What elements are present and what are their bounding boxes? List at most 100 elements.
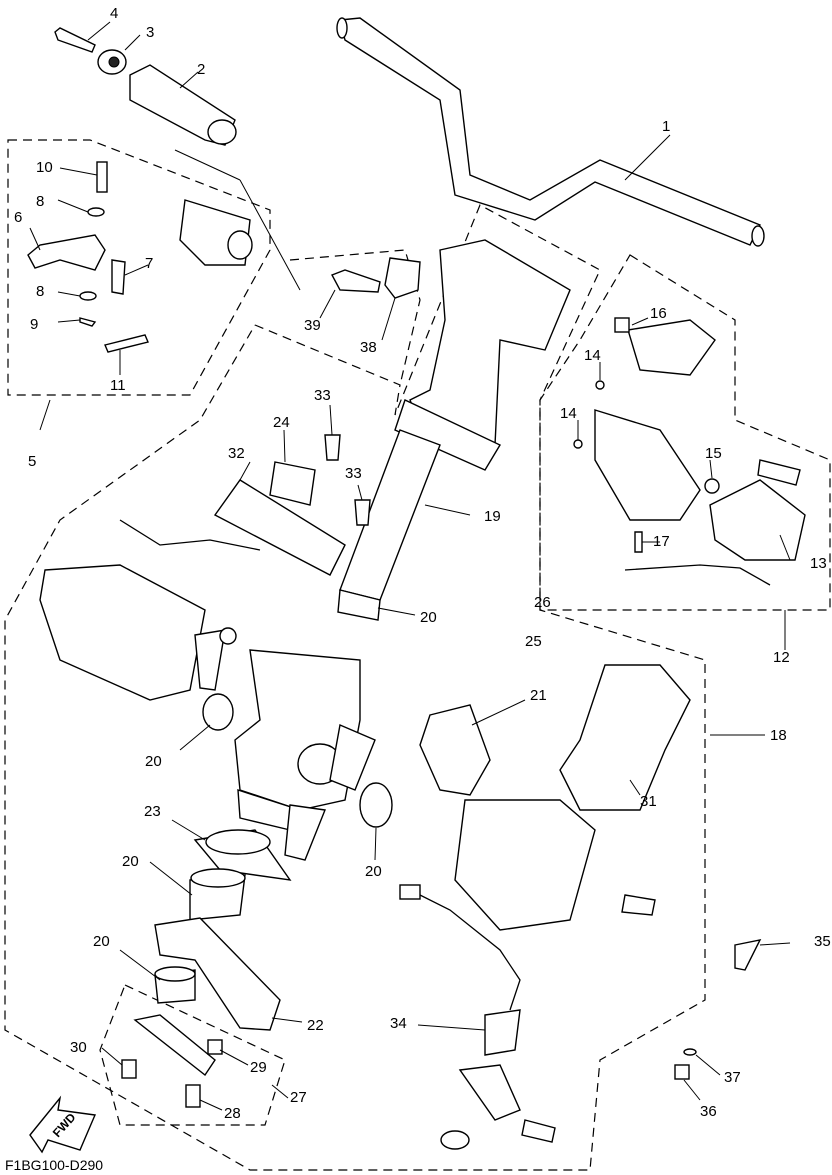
column-shaft xyxy=(339,429,441,601)
washer-8-bottom xyxy=(79,291,97,301)
clamp-38 xyxy=(384,257,421,299)
nut-34 xyxy=(440,1130,470,1150)
spring-left xyxy=(194,629,226,691)
bracket-34 xyxy=(458,1064,521,1121)
ring-20-right xyxy=(359,782,393,828)
part-number-label: 33 xyxy=(345,465,362,482)
part-number-label: 34 xyxy=(390,1015,407,1032)
part-number-label: 32 xyxy=(228,445,245,462)
part-number-label: 3 xyxy=(146,24,154,41)
part-number-label: 8 xyxy=(36,193,44,210)
part-number-label: 18 xyxy=(770,727,787,744)
part-number-label: 20 xyxy=(420,609,437,626)
part-number-label: 33 xyxy=(314,387,331,404)
part-number-label: 20 xyxy=(145,753,162,770)
grip xyxy=(129,64,236,146)
part-number-label: 31 xyxy=(640,793,657,810)
screw-14-top xyxy=(595,380,605,390)
bolt-housing xyxy=(621,894,656,916)
part-number-label: 7 xyxy=(145,255,153,272)
spring-middle xyxy=(284,804,326,861)
part-number-label: 29 xyxy=(250,1059,267,1076)
bearing-23 xyxy=(205,829,271,855)
screw-33-bottom xyxy=(354,499,371,526)
ring-20-top xyxy=(337,589,381,621)
bracket-left xyxy=(39,564,206,701)
fwd-arrow-icon: FWD xyxy=(29,1095,97,1154)
switch-body xyxy=(594,409,701,521)
part-number-label: 21 xyxy=(530,687,547,704)
part-number-label: 5 xyxy=(28,453,36,470)
pin-10 xyxy=(96,161,108,193)
nut-29 xyxy=(207,1039,223,1055)
housing-18 xyxy=(454,799,596,931)
part-number-label: 1 xyxy=(662,118,670,135)
part-number-label: 17 xyxy=(653,533,670,550)
washer-37 xyxy=(683,1048,697,1056)
part-number-label: 2 xyxy=(197,61,205,78)
screw-17 xyxy=(634,531,643,553)
part-number-label: 26 xyxy=(534,594,551,611)
handlebar xyxy=(339,17,761,246)
group-12-outline xyxy=(539,254,831,611)
spring-7 xyxy=(111,259,126,295)
part-number-label: 20 xyxy=(122,853,139,870)
screw-11 xyxy=(104,334,149,353)
part-number-label: 10 xyxy=(36,159,53,176)
part-number-label: 14 xyxy=(584,347,601,364)
part-number-label: 9 xyxy=(30,316,38,333)
bolt-30 xyxy=(121,1059,137,1079)
part-number-label: 8 xyxy=(36,283,44,300)
part-number-label: 37 xyxy=(724,1069,741,1086)
throttle-lever xyxy=(27,234,106,271)
screw-16 xyxy=(614,317,630,333)
part-number-label: 13 xyxy=(810,555,827,572)
spring-13 xyxy=(757,459,801,486)
part-number-label: 12 xyxy=(773,649,790,666)
group-5-outline xyxy=(7,139,271,396)
part-number-label: 38 xyxy=(360,339,377,356)
part-number-label: 39 xyxy=(304,317,321,334)
part-number-label: 30 xyxy=(70,1039,87,1056)
part-21 xyxy=(419,704,491,796)
part-24 xyxy=(269,461,316,506)
part-number-label: 16 xyxy=(650,305,667,322)
link-27 xyxy=(133,1014,216,1077)
gear-segment xyxy=(329,724,376,791)
part-number-label: 6 xyxy=(14,209,22,226)
nut-36 xyxy=(674,1064,690,1080)
bolt-4 xyxy=(54,27,96,53)
cap-15 xyxy=(704,478,720,494)
part-number-label: 20 xyxy=(93,933,110,950)
washer-8-top xyxy=(87,207,105,217)
switch-cover-16 xyxy=(627,319,716,376)
actuator-34 xyxy=(484,1009,521,1056)
diagram-code: F1BG100-D290 xyxy=(5,1157,103,1173)
ring-20-left xyxy=(202,693,234,731)
part-number-label: 20 xyxy=(365,863,382,880)
switch-13 xyxy=(709,479,806,561)
screw-33-top xyxy=(324,434,341,461)
clip-9 xyxy=(79,317,97,327)
connector xyxy=(399,884,421,900)
grip-end xyxy=(207,119,237,145)
part-number-label: 11 xyxy=(110,377,126,394)
part-number-label: 14 xyxy=(560,405,577,422)
part-labels: 1234567889101112131414151617181920202020… xyxy=(14,5,831,1122)
part-number-label: 25 xyxy=(525,633,542,650)
part-number-label: 4 xyxy=(110,5,118,22)
part-number-label: 19 xyxy=(484,508,501,525)
handlebar-end-left xyxy=(336,17,348,39)
part-number-label: 35 xyxy=(814,933,831,950)
part-number-label: 36 xyxy=(700,1103,717,1120)
bolt-34 xyxy=(521,1119,556,1143)
bolt-35 xyxy=(734,939,762,971)
arm-22 xyxy=(154,917,281,1031)
bolt-39 xyxy=(331,269,381,293)
part-number-label: 27 xyxy=(290,1089,307,1106)
part-number-label: 23 xyxy=(144,803,161,820)
part-number-label: 24 xyxy=(273,414,290,431)
screw-14-bottom xyxy=(573,439,583,449)
part-number-label: 15 xyxy=(705,445,722,462)
